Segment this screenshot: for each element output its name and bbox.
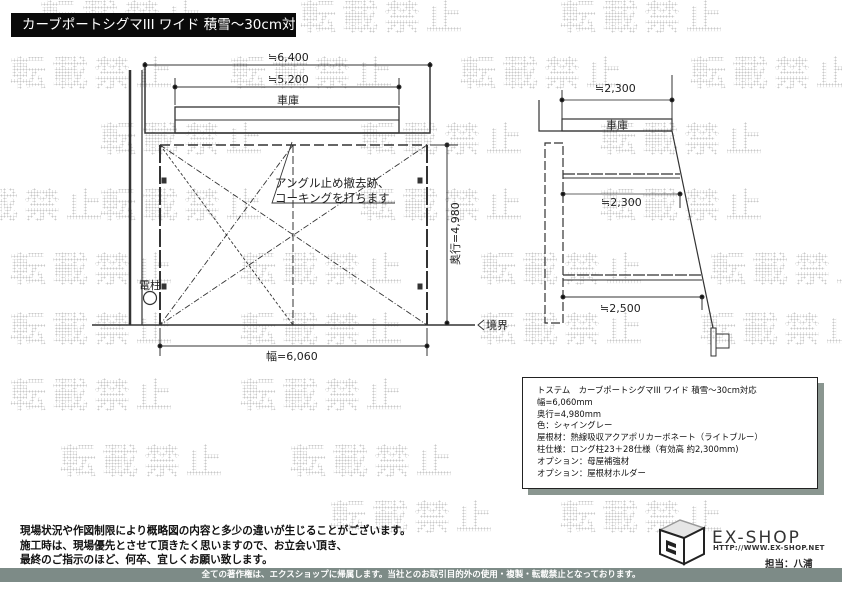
side-dim-mid: ≒2,300 bbox=[601, 196, 642, 209]
spec-post: 柱仕様：ロング柱23＋28仕様（有効高 約2,300mm) bbox=[537, 443, 739, 454]
specification-box: トステム カーブポートシグマIII ワイド 積雪〜30cm対応 幅=6,060m… bbox=[522, 377, 818, 489]
utility-pole-label: 電柱 bbox=[139, 279, 161, 292]
spec-depth: 奥行=4,980mm bbox=[537, 408, 602, 419]
copyright-footer: 全ての著作権は、エクスショップに帰属します。当社とのお取引目的外の使用・複製・転… bbox=[0, 568, 842, 582]
page-title: カーブポートシグマIII ワイド 積雪〜30cm対応 bbox=[11, 13, 296, 57]
spec-option-1: オプション：母屋補強材 bbox=[537, 455, 630, 466]
dim-garage-width: ≒5,200 bbox=[268, 73, 309, 86]
ex-shop-logo-icon bbox=[658, 519, 706, 566]
disclaimer: 現場状況や作図制限により概略図の内容と多少の違いが生じることがございます。 施工… bbox=[20, 525, 411, 566]
staff-in-charge: 担当：八浦 bbox=[765, 559, 813, 570]
brand-name: EX-SHOP bbox=[712, 528, 801, 548]
side-dim-top: ≒2,300 bbox=[595, 82, 636, 95]
spec-width: 幅=6,060mm bbox=[537, 396, 593, 407]
spec-option-2: オプション：屋根材ホルダー bbox=[537, 467, 646, 478]
utility-pole-circle bbox=[142, 290, 158, 306]
depth-dimension-label: 奥行=4,980 bbox=[449, 202, 462, 265]
garage-label: 車庫 bbox=[277, 94, 299, 107]
width-dimension-label: 幅=6,060 bbox=[266, 350, 318, 363]
installation-note: アングル止め撤去跡、 コーキングを打ちます bbox=[275, 176, 390, 205]
spec-roof: 屋根材：熱線吸収アクアポリカーボネート（ライトブルー） bbox=[537, 432, 763, 443]
boundary-label: 境界 bbox=[486, 319, 508, 332]
brand-url: HTTP://WWW.EX-SHOP.NET bbox=[713, 544, 825, 552]
side-garage-label: 車庫 bbox=[606, 119, 628, 132]
spec-color: 色：シャイングレー bbox=[537, 420, 613, 431]
dim-overall-width: ≒6,400 bbox=[268, 51, 309, 64]
side-dim-bottom: ≒2,500 bbox=[600, 302, 641, 315]
spec-product: トステム カーブポートシグマIII ワイド 積雪〜30cm対応 bbox=[537, 385, 757, 395]
